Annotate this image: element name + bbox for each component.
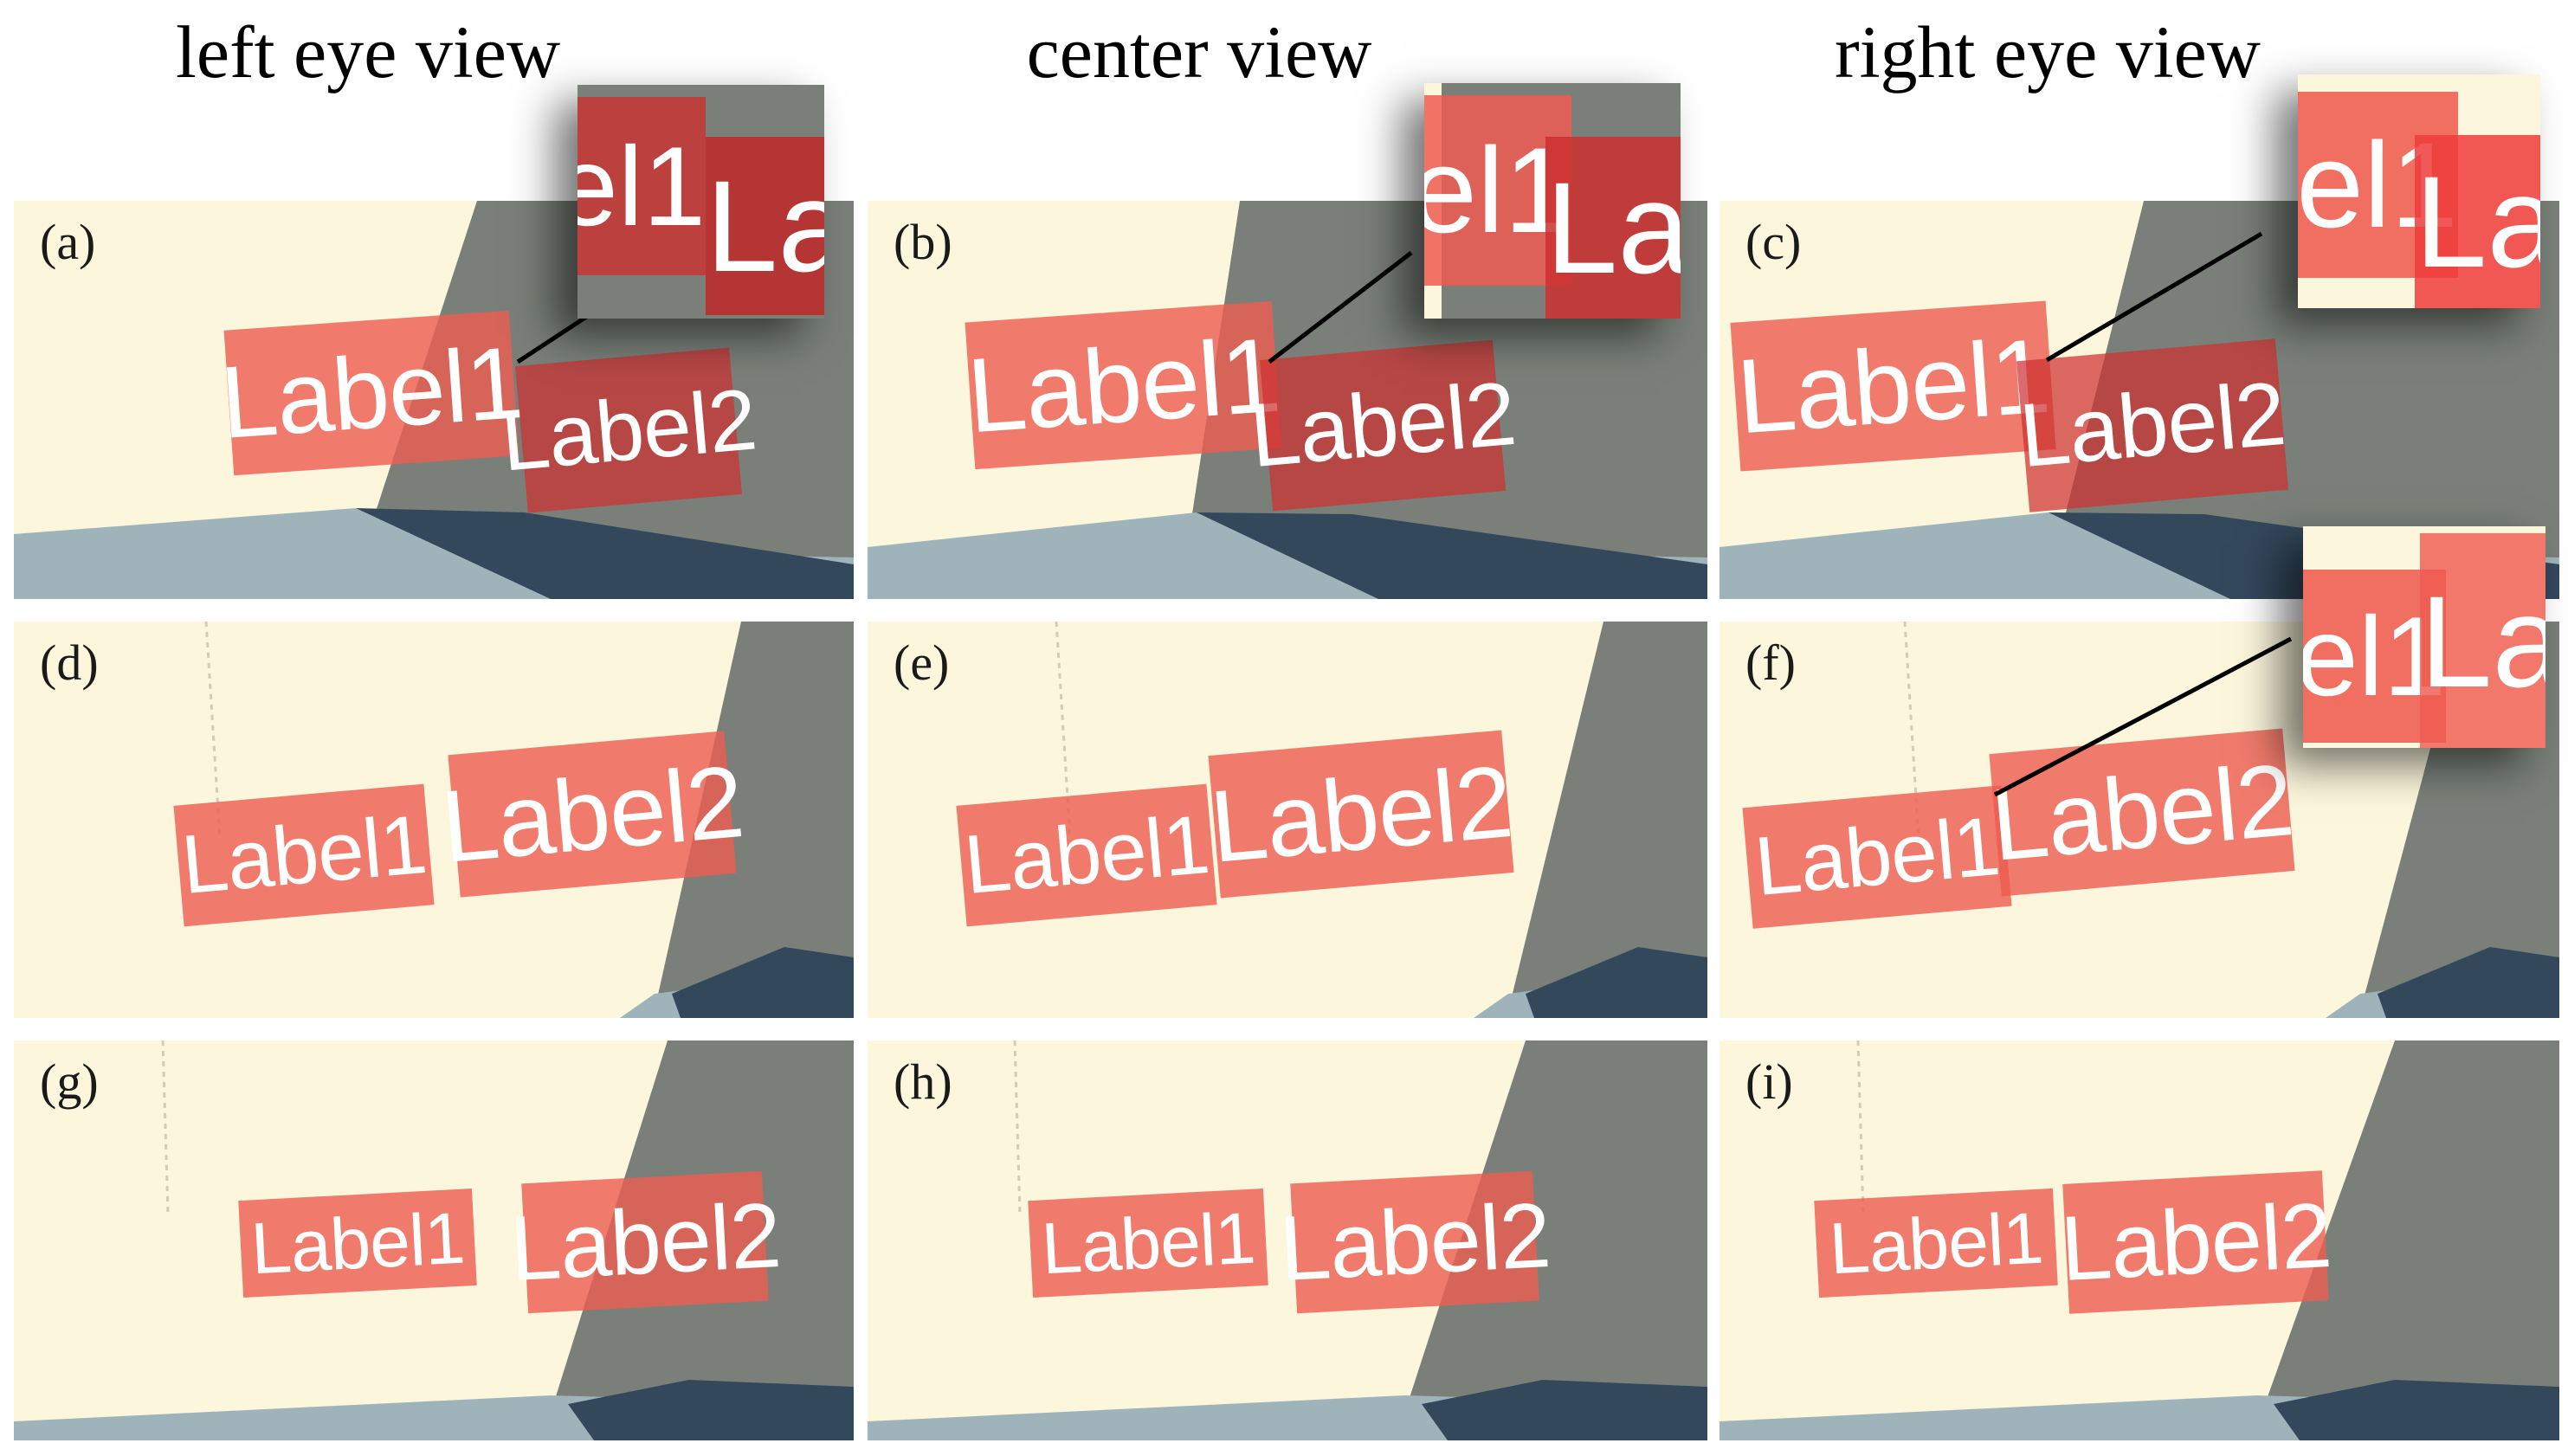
panel-tag: (g) [40,1053,99,1110]
zoom-inset-a: el1 La [577,85,824,319]
label1-tag: Label1 [964,300,1283,470]
panel-tag: (h) [894,1053,952,1110]
label2-tag: Label2 [497,347,759,513]
label1-tag: Label1 [173,783,435,927]
label2-tag: Label2 [1277,1170,1552,1314]
label1-tag: Label1 [1742,785,2012,929]
header-left-eye-view: left eye view [175,10,561,93]
label2-tag: Label2 [2058,1170,2333,1314]
label2-tag: Label2 [437,731,747,898]
panel-tag: (a) [40,214,96,270]
zoom-inset-c: el1 La [2298,74,2540,308]
panel-e: (e) Label1 Label2 [868,622,1707,1018]
panel-tag: (f) [1745,635,1796,691]
label2-tag: Label2 [2016,338,2289,512]
panel-h: (h) Label1 Label2 [868,1040,1707,1440]
zoom-inset-b: el1 La [1424,83,1681,319]
panel-tag: (e) [894,635,950,691]
label1-tag: Label1 [1814,1188,2058,1298]
inset-label1-fragment: el1 [577,97,706,275]
inset-label2-fragment: La [2420,533,2545,748]
inset-label2-fragment: La [2415,135,2540,308]
panel-i: (i) Label1 Label2 [1720,1040,2559,1440]
header-right-eye-view: right eye view [1835,10,2261,93]
inset-label2-fragment: La [1545,137,1681,319]
inset-label2-fragment: La [706,137,824,315]
scene-h [868,1040,1707,1440]
header-center-view: center view [1026,10,1372,93]
panel-d: (d) Label1 Label2 [14,622,854,1018]
zoom-inset-f: el1 La [2303,526,2545,748]
label2-tag: Label2 [1246,339,1520,512]
panel-tag: (d) [40,635,99,691]
label1-tag: Label1 [1028,1188,1268,1298]
panel-tag: (c) [1745,214,1802,270]
label1-tag: Label1 [956,783,1217,927]
label2-tag: Label2 [1206,730,1516,899]
label1-tag: Label1 [238,1189,477,1298]
panel-tag: (b) [894,214,952,270]
panel-g: (g) Label1 Label2 [14,1040,854,1440]
panel-tag: (i) [1745,1053,1793,1110]
label1-tag: Label1 [1730,300,2056,472]
label2-tag: Label2 [1987,728,2297,897]
label1-tag: Label1 [217,310,526,476]
label2-tag: Label2 [507,1170,783,1314]
